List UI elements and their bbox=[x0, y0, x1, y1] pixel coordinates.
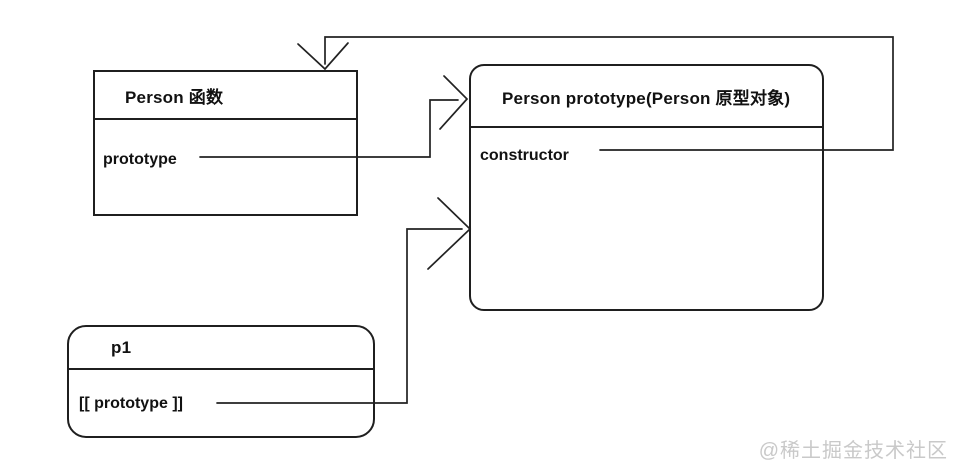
arrow-constructor-head-icon bbox=[297, 42, 349, 71]
p1-prototype-label: [[ prototype ]] bbox=[79, 395, 183, 412]
p1-header: p1 bbox=[69, 327, 373, 370]
p1-box: p1 [[ prototype ]] bbox=[67, 325, 375, 438]
person-function-header: Person 函数 bbox=[95, 72, 356, 120]
person-prototype-constructor-label: constructor bbox=[480, 147, 569, 164]
watermark: @稀土掘金技术社区 bbox=[758, 440, 948, 462]
person-function-prototype-label: prototype bbox=[103, 151, 177, 168]
person-prototype-title: Person prototype(Person 原型对象) bbox=[502, 88, 791, 108]
person-function-box: Person 函数 prototype bbox=[93, 70, 358, 216]
arrow-prototype-head-icon bbox=[439, 75, 469, 130]
person-function-title: Person 函数 bbox=[125, 87, 224, 107]
p1-title: p1 bbox=[111, 337, 132, 357]
person-prototype-header: Person prototype(Person 原型对象) bbox=[471, 66, 822, 128]
person-prototype-box: Person prototype(Person 原型对象) constructo… bbox=[469, 64, 824, 311]
arrow-p1-prototype-head-icon bbox=[427, 197, 472, 270]
